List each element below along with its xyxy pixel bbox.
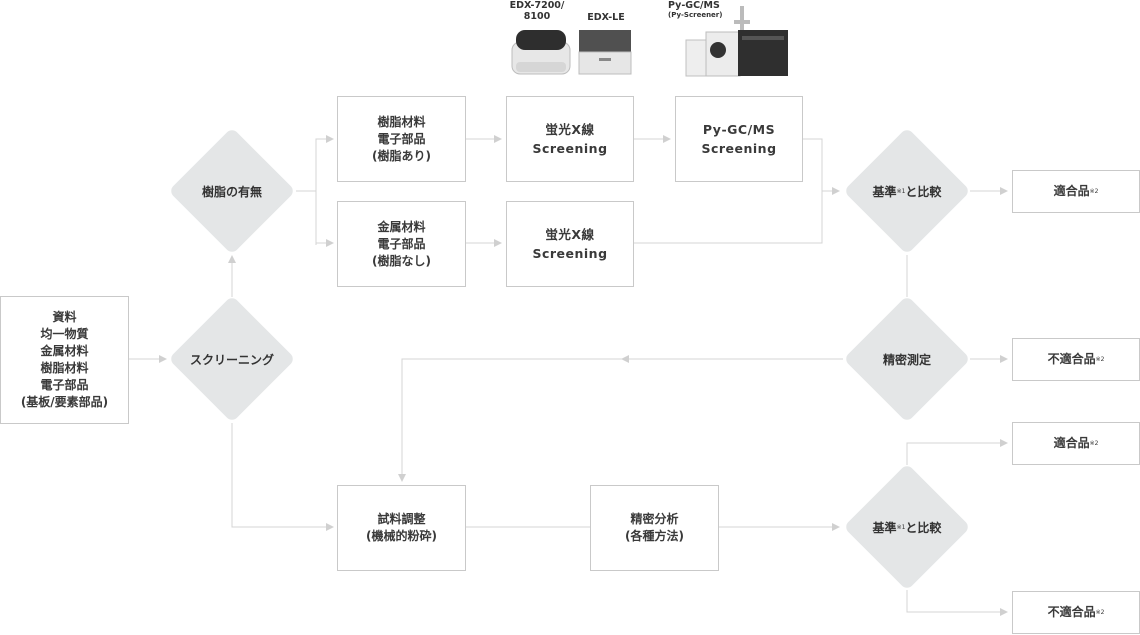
instrument-label-pygcms: Py-GC/MS (Py-Screener) [668,0,734,20]
resin-presence-label: 樹脂の有無 [201,184,262,199]
source-line: 金属材料 [40,344,89,358]
box-line: (各種方法) [625,529,684,543]
box-line: (樹脂なし) [372,253,431,268]
resin-presence-decision: 樹脂の有無 [168,127,296,255]
precision-measure-label: 精密測定 [882,352,931,367]
box-line: 蛍光X線 [545,227,595,242]
py-gcms-instrument-image [685,6,788,77]
pygcms-screening-box: Py-GC/MS Screening [675,96,803,182]
note-mark: ※2 [1089,440,1099,447]
edxle-label: EDX-LE [587,12,625,23]
note-mark: ※2 [1089,188,1099,195]
instrument-label-edxle: EDX-LE [578,12,634,23]
box-line: 金属材料 [377,219,426,234]
xray-screening-box-top: 蛍光X線 Screening [506,96,634,182]
source-line: 電子部品 [40,378,89,392]
compare-label-tail: と比較 [905,184,942,199]
source-line: 樹脂材料 [40,361,89,375]
result-label: 適合品 [1053,436,1090,450]
edx-le-instrument-image [578,30,632,75]
result-label: 不適合品 [1047,605,1096,619]
source-line: 資料 [52,310,77,324]
pass-result-box-2: 適合品※2 [1012,422,1140,465]
compare-label-tail: と比較 [905,520,942,535]
box-line: 電子部品 [377,131,426,146]
note-mark: ※1 [896,187,906,195]
source-line: (基板/要素部品) [20,395,109,409]
source-materials-box: 資料 均一物質 金属材料 樹脂材料 電子部品 (基板/要素部品) [0,296,129,424]
result-label: 不適合品 [1047,352,1096,366]
fail-result-box-2: 不適合品※2 [1012,591,1140,634]
box-line: 精密分析 [630,512,679,526]
box-line: Screening [701,141,777,156]
metal-material-box: 金属材料 電子部品 (樹脂なし) [337,201,466,287]
note-mark: ※1 [896,523,906,531]
compare-label: 基準 [872,184,897,199]
instrument-label-edx7200: EDX-7200/ 8100 [505,0,569,22]
resin-material-box: 樹脂材料 電子部品 (樹脂あり) [337,96,466,182]
box-line: Py-GC/MS [702,122,776,137]
edx7200-label: EDX-7200/ 8100 [509,0,565,22]
box-line: 電子部品 [377,236,426,251]
box-line: 蛍光X線 [545,122,595,137]
edx-7200-instrument-image [511,30,571,75]
box-line: Screening [532,141,608,156]
note-mark: ※2 [1095,356,1105,363]
sample-preparation-box: 試料調整 (機械的粉砕) [337,485,466,571]
pass-result-box-1: 適合品※2 [1012,170,1140,213]
screening-decision: スクリーニング [168,295,296,423]
screening-label: スクリーニング [189,352,274,367]
source-line: 均一物質 [40,327,89,341]
compare-label: 基準 [872,520,897,535]
box-line: (機械的粉砕) [366,529,437,543]
note-mark: ※2 [1095,609,1105,616]
result-label: 適合品 [1053,184,1090,198]
box-line: 樹脂材料 [377,114,426,129]
xray-screening-box-bottom: 蛍光X線 Screening [506,201,634,287]
pygcms-label: Py-GC/MS [668,0,720,11]
precision-measure-decision: 精密測定 [843,295,971,423]
box-line: (樹脂あり) [372,148,431,163]
box-line: Screening [532,246,608,261]
precision-analysis-box: 精密分析 (各種方法) [590,485,719,571]
box-line: 試料調整 [377,512,426,526]
pygcms-sub-label: (Py-Screener) [668,11,723,19]
fail-result-box-1: 不適合品※2 [1012,338,1140,381]
